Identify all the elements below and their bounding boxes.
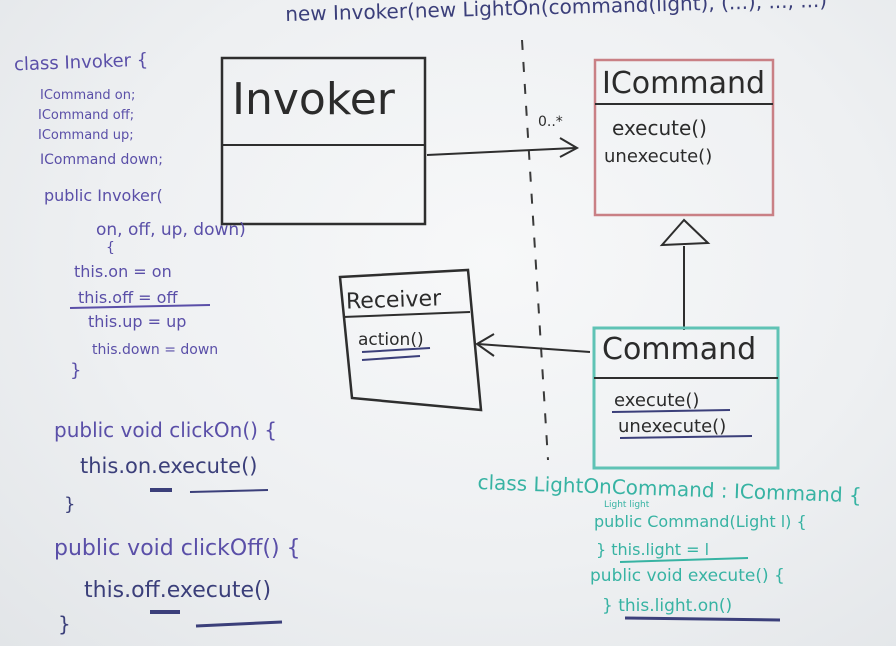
generalization-triangle [659,218,711,247]
association-multiplicity: 0..* [538,114,563,130]
receiver-box [338,268,483,412]
icommand-title: ICommand [602,66,766,101]
underline-mark [195,620,283,628]
field-line: ICommand on; [40,88,136,103]
command-method: execute() [614,390,700,411]
ctor-body-line: this.off = off [78,288,178,307]
click-on-body: this.on.execute() [80,454,258,478]
field-line: ICommand off; [38,108,135,123]
lighton-ctor: public Command(Light l) { [594,512,807,531]
icommand-method: unexecute() [604,146,713,167]
receiver-method: action() [358,330,424,350]
dashed-divider [521,39,549,461]
ctor-open-brace: { [106,240,115,256]
click-off-signature: public void clickOff() { [54,536,301,561]
click-on-signature: public void clickOn() { [54,418,278,442]
ctor-body-line: this.on = on [74,262,172,281]
invoker-box [220,56,427,226]
underline-mark [619,557,749,563]
dependency-head [475,333,495,357]
lighton-ctor-body: } this.light = l [596,540,710,559]
underline-mark [361,355,421,361]
underline-mark [69,304,211,309]
association-arrow-head [559,137,580,158]
underline-mark [611,409,731,413]
ctor-body-line: this.up = up [88,312,187,331]
ctor-signature: public Invoker( [44,186,163,205]
ctor-close-brace: } [70,360,82,381]
icommand-box [593,58,775,217]
lighton-field-hint: Light light [604,500,650,510]
field-line: ICommand down; [40,152,164,168]
lighton-exec-body: } this.light.on() [602,596,733,616]
click-off-body: this.off.execute() [84,578,272,603]
receiver-divider [342,311,471,318]
ctor-params: on, off, up, down) [96,220,246,240]
invoker-title: Invoker [232,74,395,125]
field-line: ICommand up; [38,128,134,143]
lighton-exec-signature: public void execute() { [590,566,785,586]
click-off-close-brace: } [58,612,71,636]
underline-mark [189,489,269,493]
receiver-title: Receiver [345,286,442,315]
click-on-close-brace: } [64,494,76,515]
association-arrow-line [426,147,576,156]
ctor-body-line: this.down = down [92,342,219,358]
underline-mark [619,435,753,439]
command-title: Command [602,332,757,367]
dependency-line [477,343,591,353]
command-box [592,326,780,470]
underline-mark [361,347,431,353]
icommand-method: execute() [612,116,707,140]
command-method: unexecute() [618,416,727,437]
underline-mark [624,616,781,622]
